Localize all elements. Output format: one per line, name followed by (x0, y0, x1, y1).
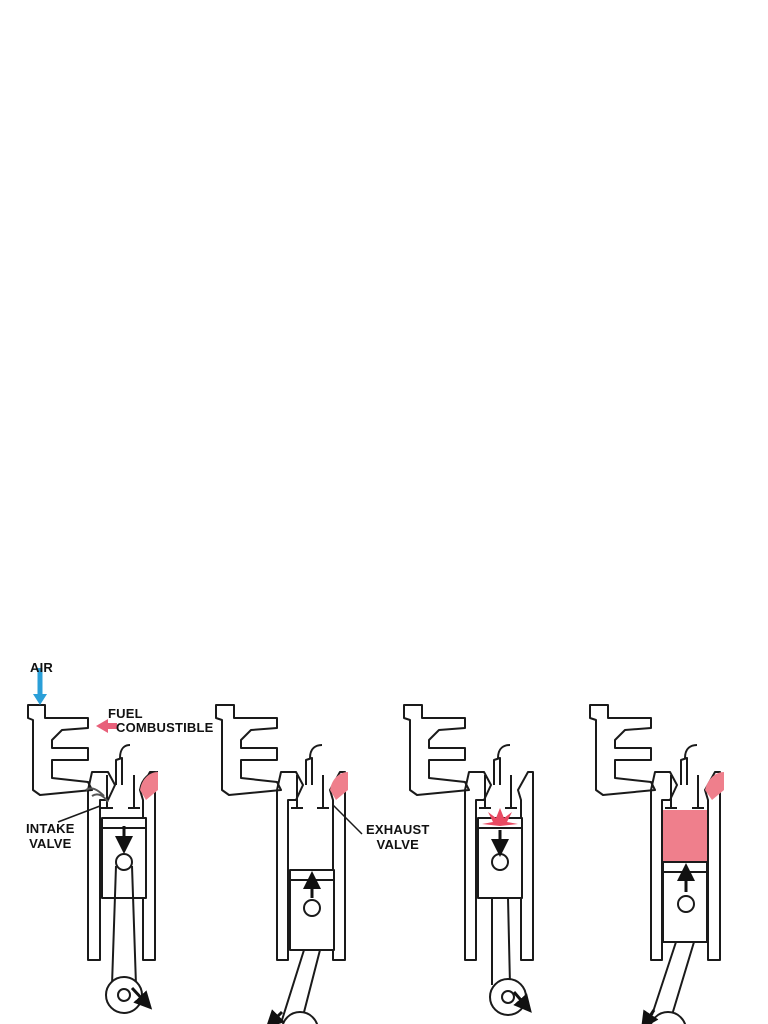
connecting-rod (111, 865, 137, 986)
crankshaft (649, 1011, 687, 1024)
piston-pin (115, 853, 133, 871)
exhaust-gas-fill (330, 772, 348, 800)
label-air: AIR (30, 660, 53, 675)
crankshaft (489, 978, 527, 1016)
stroke-panel-compression (215, 704, 346, 1024)
label-fuel: FUEL (108, 706, 143, 721)
intake-manifold (215, 704, 282, 796)
piston-pin (491, 853, 509, 871)
label-exhaust-valve-line-2: VALVE (376, 837, 419, 852)
spark-plug (305, 744, 323, 785)
combustion-spark (482, 808, 518, 826)
piston-pin (303, 899, 321, 917)
label-intake-valve-line-2: VALVE (29, 836, 72, 851)
intake-manifold (403, 704, 470, 796)
stroke-panel-power (403, 704, 534, 1016)
label-intake-valve-line-1: INTAKE (26, 821, 75, 836)
crank-rotation-arrow (512, 991, 532, 1013)
crank-rotation-arrow (265, 1009, 285, 1024)
stroke-panel-intake (27, 704, 159, 1014)
spark-plug (115, 744, 131, 785)
exhaust-gas-port (705, 772, 724, 800)
stroke-panel-exhaust (589, 704, 721, 961)
spark-plug (493, 744, 511, 785)
intake-manifold (27, 704, 93, 796)
exhaust-gas-in-cylinder (663, 810, 707, 862)
connecting-rod (281, 949, 321, 1021)
connecting-rod (651, 941, 695, 1016)
crank-rotation-arrow (130, 986, 153, 1010)
crank-rotation-arrow (641, 1009, 659, 1024)
exhaust-valve-leader (332, 804, 363, 835)
piston-pin (677, 895, 695, 913)
label-intake-valve: INTAKE VALVE (26, 821, 75, 851)
air-flow-arrows (85, 787, 109, 803)
label-combustible: COMBUSTIBLE (116, 720, 214, 735)
spark-plug (680, 744, 698, 785)
intake-manifold (589, 704, 656, 796)
label-exhaust-valve: EXHAUST VALVE (366, 822, 430, 852)
connecting-rod (491, 897, 511, 986)
intake-valve-leader (57, 805, 101, 823)
label-exhaust-valve-line-1: EXHAUST (366, 822, 430, 837)
exhaust-gas-fill (140, 772, 158, 800)
crankshaft (281, 1011, 319, 1024)
